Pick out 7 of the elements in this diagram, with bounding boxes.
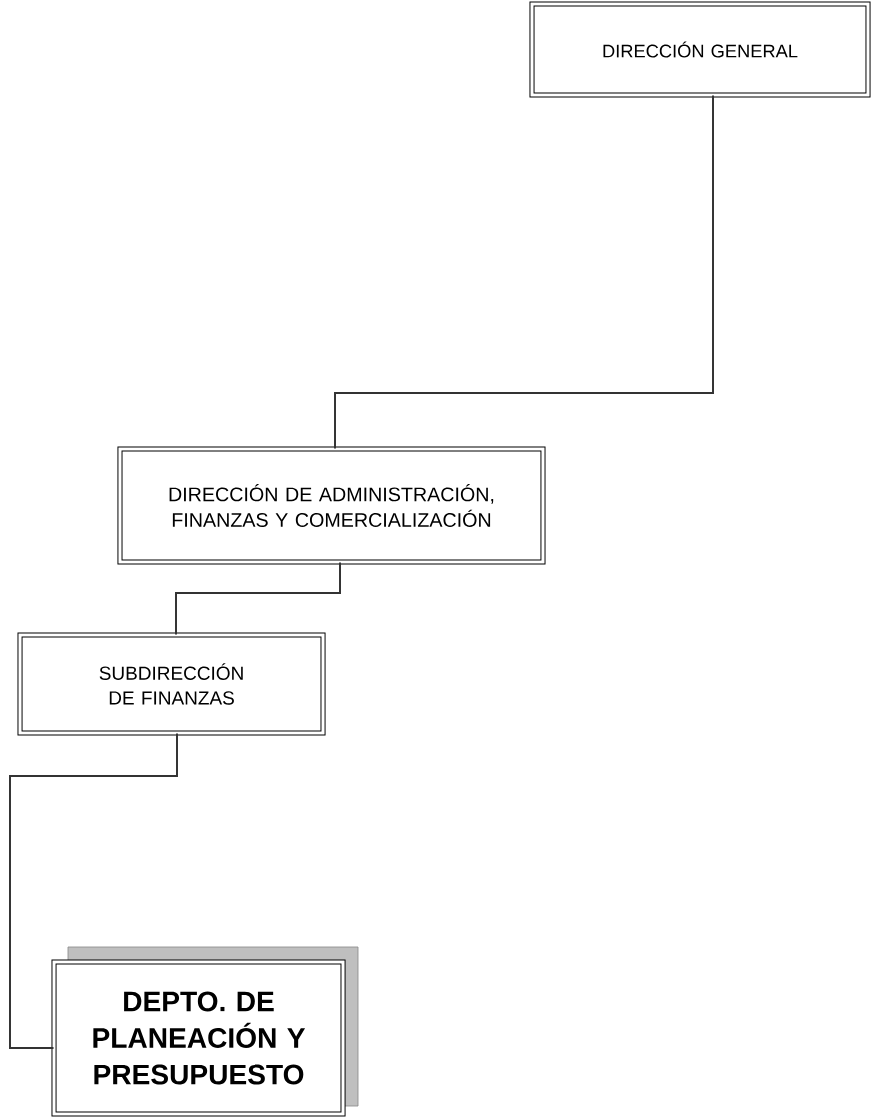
connector-line bbox=[175, 561, 341, 636]
org-box: DIRECCIÓN DE ADMINISTRACIÓN, FINANZAS Y COMERCIALIZACIÓN bbox=[117, 446, 546, 565]
org-box: DEPTO. DE PLANEACIÓN Y PRESUPUESTO bbox=[51, 959, 346, 1117]
connector-line bbox=[9, 732, 178, 1049]
org-box: DIRECCIÓN GENERAL bbox=[529, 1, 871, 98]
org-box: SUBDIRECCIÓN DE FINANZAS bbox=[17, 632, 326, 736]
connector-line bbox=[334, 94, 714, 450]
